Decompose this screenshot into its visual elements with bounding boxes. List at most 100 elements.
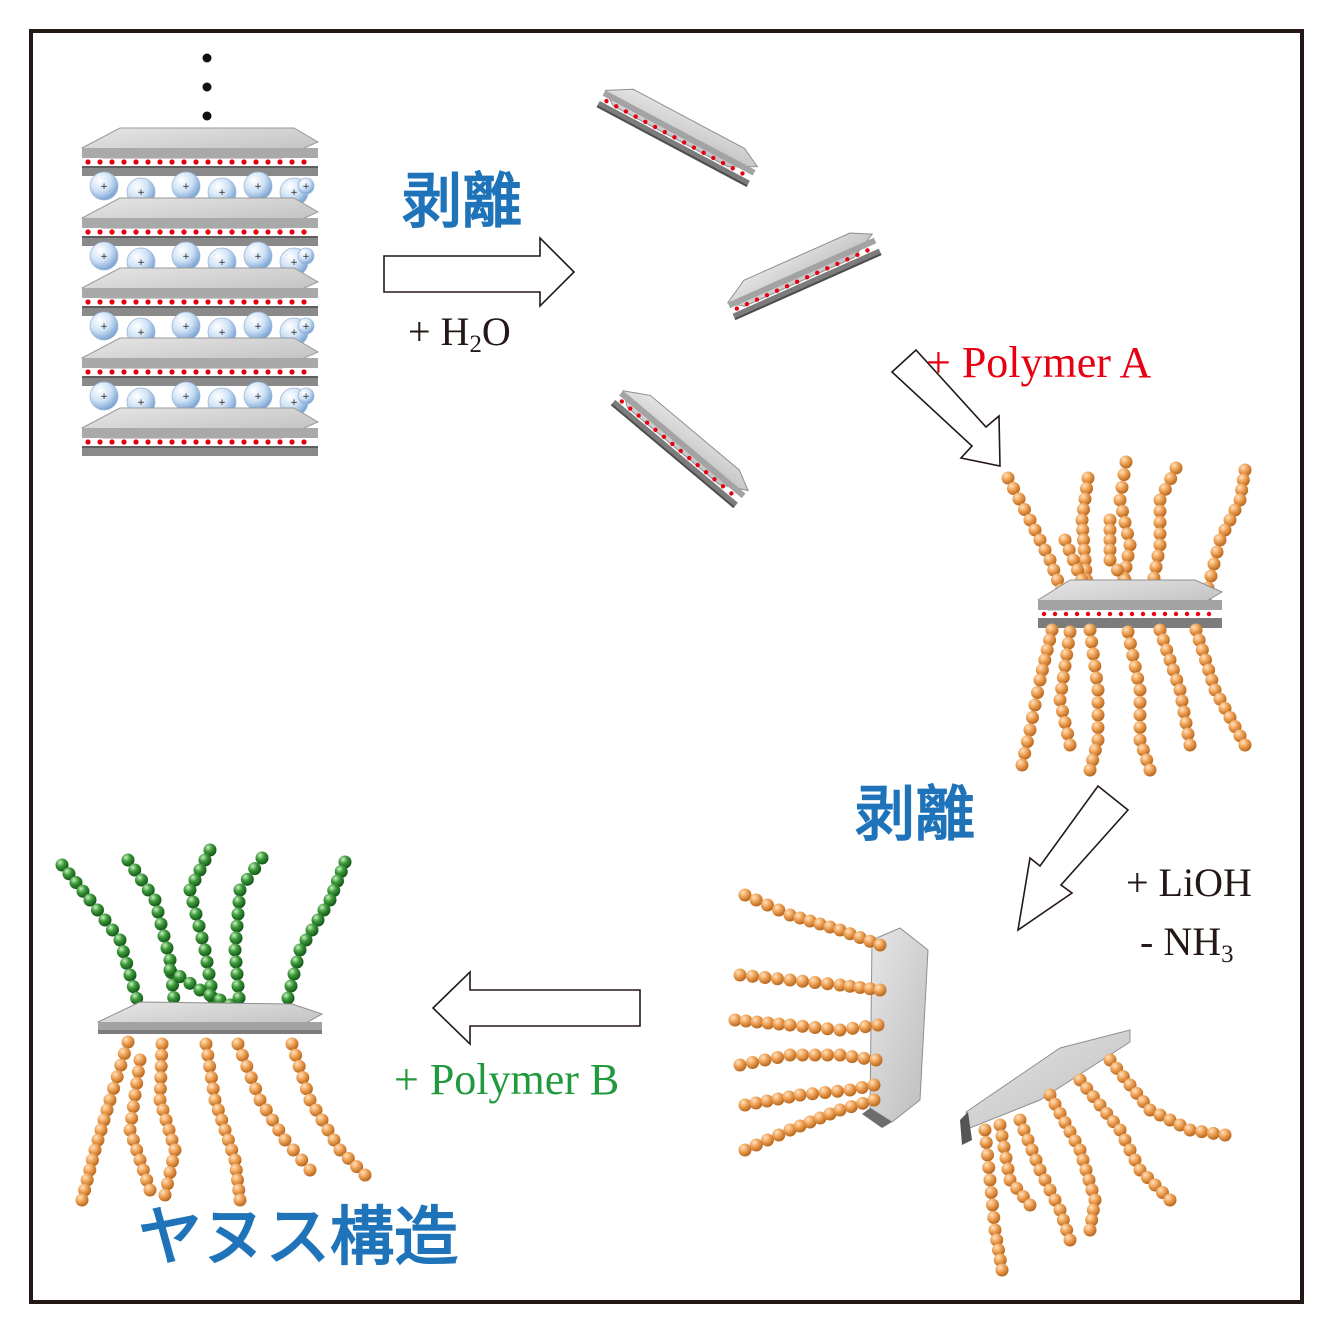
host-layer: + + + + + + + — [80, 337, 320, 417]
polymer-a-chain — [1189, 623, 1252, 752]
svg-text:+: + — [254, 392, 262, 402]
polymer-a-chain — [733, 968, 887, 997]
svg-text:+: + — [100, 392, 108, 402]
svg-text:+: + — [302, 182, 310, 192]
janus-sheet — [55, 843, 372, 1207]
polymer-a-chain — [738, 888, 887, 952]
svg-text:+: + — [290, 398, 298, 408]
nanosheet — [960, 1029, 1131, 1145]
polymer-a-chain — [978, 1123, 1009, 1277]
polymer-a-chain — [153, 1037, 182, 1202]
janus-structure-label: ヤヌス構造 — [138, 1201, 458, 1275]
svg-text:+: + — [137, 398, 145, 408]
svg-text:+: + — [290, 188, 298, 198]
interlayer-cations: + + + + + + + — [89, 171, 315, 207]
exfoliation-label-top: 剥離 — [402, 167, 522, 237]
polymer-a-chain — [199, 1037, 247, 1207]
add-water-suffix: O — [481, 309, 511, 354]
polymer-b-chain — [55, 858, 147, 1017]
host-layer: + + + + + + + — [80, 267, 320, 347]
interlayer-cations: + + + + + + + — [89, 241, 315, 277]
host-layer — [80, 407, 320, 456]
svg-text:+: + — [290, 258, 298, 268]
polymer-a-chain — [738, 1093, 881, 1157]
polymer-a-chain — [1015, 623, 1059, 772]
polymer-a-chain — [75, 1035, 135, 1207]
frame-border — [29, 29, 1304, 1304]
svg-text:+: + — [182, 322, 190, 332]
svg-text:+: + — [218, 328, 226, 338]
nanosheet — [596, 88, 759, 187]
remove-nh3-subscript: 3 — [1221, 940, 1234, 968]
add-water-prefix: + H — [408, 309, 470, 354]
charge-dots — [85, 159, 307, 165]
exfoliated-sheets — [596, 88, 882, 509]
svg-text:+: + — [137, 328, 145, 338]
polymer-a-chain — [993, 1118, 1037, 1212]
svg-text:+: + — [137, 258, 145, 268]
nanosheet — [726, 232, 882, 321]
svg-text:+: + — [137, 188, 145, 198]
svg-text:+: + — [302, 392, 310, 402]
polymer-b-chain — [278, 855, 352, 1017]
add-lioh-label: + LiOH — [1126, 860, 1252, 905]
svg-text:+: + — [302, 322, 310, 332]
polymer-a-chain — [1073, 1073, 1177, 1207]
svg-text:+: + — [254, 252, 262, 262]
nanosheet — [862, 927, 929, 1128]
remove-nh3-prefix: - NH — [1140, 919, 1222, 964]
charge-dots — [85, 369, 307, 375]
polymer-a-chain — [728, 1013, 885, 1037]
charge-dots — [85, 439, 307, 445]
polymer-a-chain — [123, 1053, 157, 1197]
remove-nh3-label: - NH3 — [1140, 919, 1234, 967]
polymer-b-chain — [121, 853, 182, 1017]
host-layer: + + + + + + + — [80, 197, 320, 277]
polymer-a-chain — [1103, 1053, 1232, 1142]
svg-text:+: + — [218, 188, 226, 198]
polymer-a-chain — [231, 1037, 317, 1177]
svg-text:+: + — [100, 182, 108, 192]
polymer-a-chain — [1121, 625, 1157, 777]
add-polymer-b-label: + Polymer B — [394, 1055, 620, 1104]
svg-text:+: + — [290, 328, 298, 338]
svg-text:+: + — [100, 322, 108, 332]
diagonal-arrow-icon — [1016, 784, 1130, 932]
host-layer: + + + + + + + — [80, 127, 320, 207]
left-arrow-icon — [431, 970, 641, 1046]
polymer-a-chain — [1013, 1113, 1077, 1247]
svg-text:+: + — [182, 392, 190, 402]
polymer-a-chain — [738, 1078, 881, 1112]
polymer-a-chain — [1043, 1088, 1102, 1237]
charge-dots — [85, 299, 307, 305]
right-arrow-icon — [383, 236, 576, 308]
svg-text:+: + — [254, 322, 262, 332]
svg-text:+: + — [218, 398, 226, 408]
svg-text:+: + — [302, 252, 310, 262]
polymer-a-chain — [1053, 625, 1077, 752]
svg-text:+: + — [182, 182, 190, 192]
diagonal-arrow-icon — [890, 348, 1001, 467]
svg-text:+: + — [182, 252, 190, 262]
continuation-dots — [202, 53, 212, 121]
svg-text:+: + — [254, 182, 262, 192]
add-water-subscript: 2 — [469, 330, 482, 358]
exfoliation-label-mid: 剥離 — [855, 780, 975, 850]
nanosheet — [610, 390, 749, 509]
polymer-a-chain — [1083, 623, 1105, 777]
polymer-b-chain — [228, 851, 269, 1017]
layered-crystal-stack: + + + + + + + + + + + + + + + + + + + + + + + + + + + + — [80, 127, 320, 456]
polymer-a-chain — [1153, 623, 1197, 752]
nanosheet — [97, 1001, 324, 1034]
nanosheet — [1037, 579, 1224, 628]
charge-dots — [85, 229, 307, 235]
polymer-a-monolayer-sheets — [728, 888, 1232, 1277]
svg-text:+: + — [100, 252, 108, 262]
add-polymer-a-label: + Polymer A — [926, 338, 1152, 387]
add-water-label: + H2O — [408, 309, 511, 357]
polymer-a-coated-sheet — [1001, 455, 1252, 777]
svg-text:+: + — [218, 258, 226, 268]
polymer-a-chain — [733, 1048, 883, 1072]
